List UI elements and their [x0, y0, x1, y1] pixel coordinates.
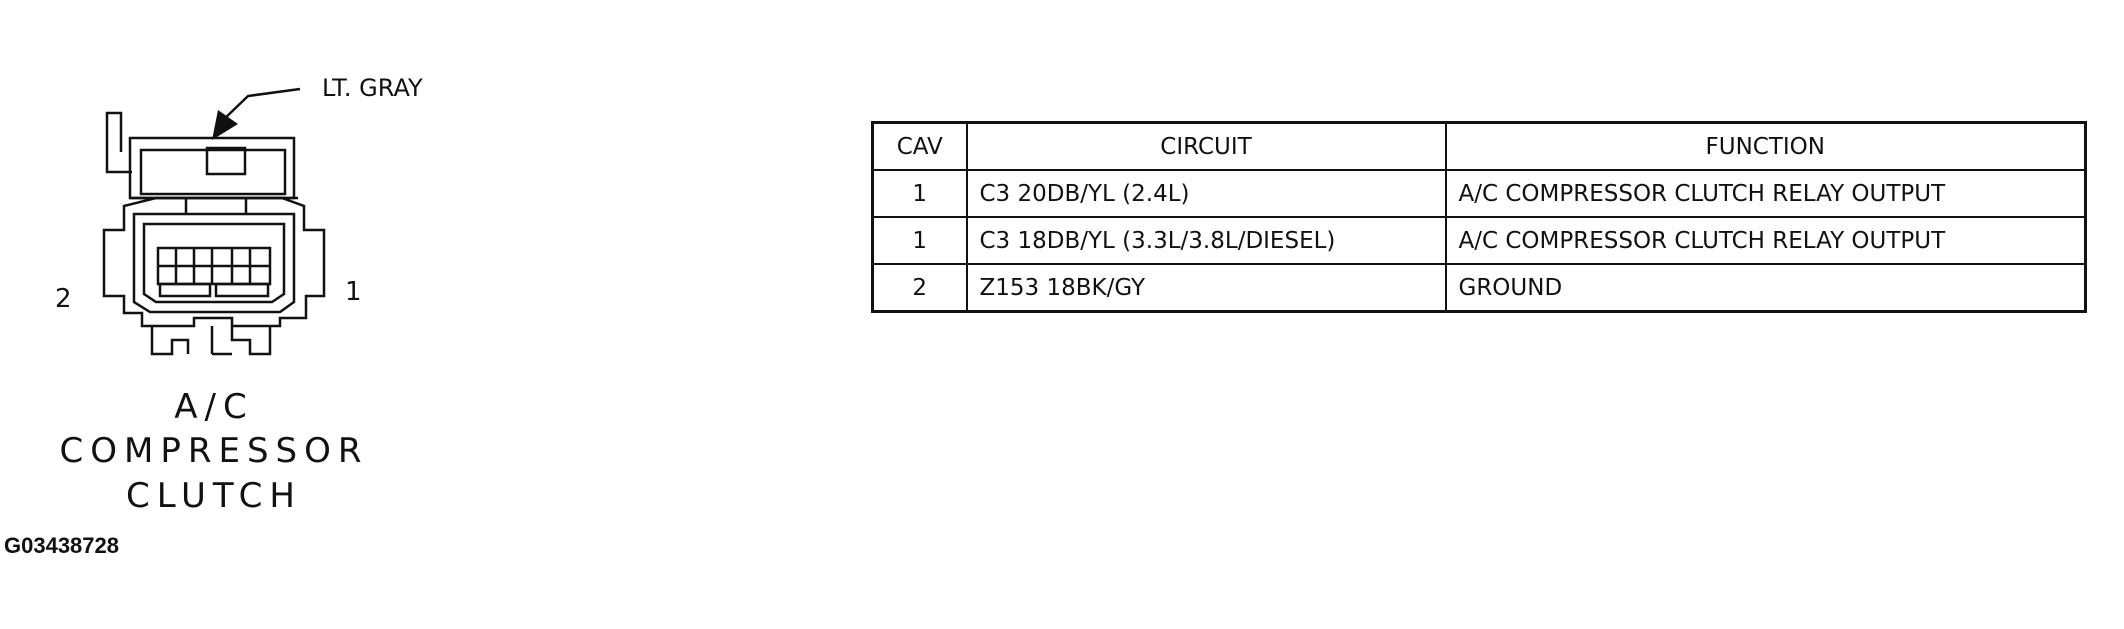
- color-callout: LT. GRAY: [322, 74, 423, 102]
- table-row: 2 Z153 18BK/GY GROUND: [871, 263, 2087, 313]
- table-header-row: CAV CIRCUIT FUNCTION: [871, 121, 2087, 171]
- header-function: FUNCTION: [1444, 121, 2087, 171]
- cell-circuit: Z153 18BK/GY: [965, 263, 1447, 313]
- callout-arrow-icon: [212, 110, 238, 140]
- cell-cav: 2: [871, 263, 968, 313]
- table-row: 1 C3 20DB/YL (2.4L) A/C COMPRESSOR CLUTC…: [871, 169, 2087, 218]
- cell-function: A/C COMPRESSOR CLUTCH RELAY OUTPUT: [1444, 169, 2087, 218]
- pin-label-1: 1: [345, 277, 362, 307]
- cell-circuit: C3 20DB/YL (2.4L): [965, 169, 1447, 218]
- connector-name-line-2: COMPRESSOR: [60, 431, 369, 471]
- cell-cav: 1: [871, 169, 968, 218]
- pinout-table: CAV CIRCUIT FUNCTION 1 C3 20DB/YL (2.4L)…: [871, 121, 2087, 313]
- connector-name-line-1: A/C: [174, 387, 253, 427]
- header-cav: CAV: [871, 121, 968, 171]
- header-circuit: CIRCUIT: [965, 121, 1447, 171]
- pin-label-2: 2: [55, 284, 72, 314]
- connector-drawing: [102, 87, 326, 356]
- cell-function: GROUND: [1444, 263, 2087, 313]
- cell-circuit: C3 18DB/YL (3.3L/3.8L/DIESEL): [965, 216, 1447, 265]
- cell-function: A/C COMPRESSOR CLUTCH RELAY OUTPUT: [1444, 216, 2087, 265]
- cell-cav: 1: [871, 216, 968, 265]
- table-row: 1 C3 18DB/YL (3.3L/3.8L/DIESEL) A/C COMP…: [871, 216, 2087, 265]
- connector-name-line-3: CLUTCH: [126, 476, 302, 516]
- figure-id: G03438728: [4, 533, 119, 558]
